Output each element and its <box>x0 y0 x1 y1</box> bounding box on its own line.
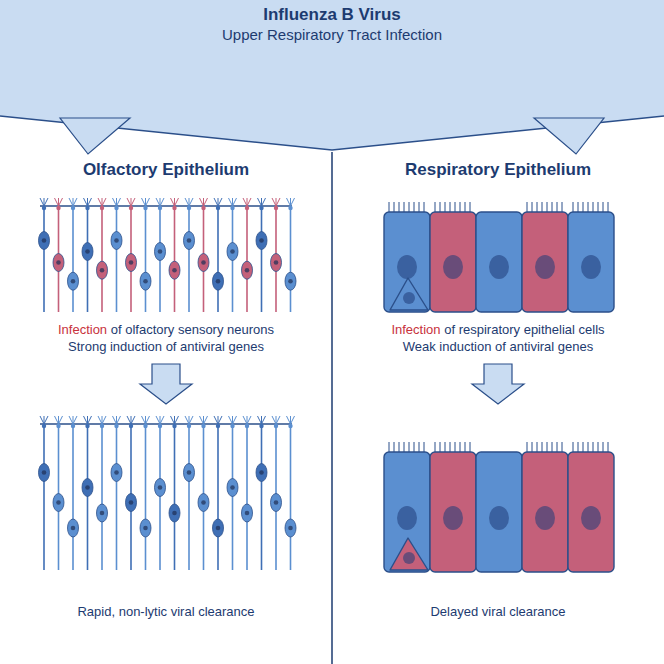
band-title: Influenza B Virus <box>0 0 664 25</box>
olfactory-neurons-infected <box>39 198 297 312</box>
text-line: Infection of olfactory sensory neurons <box>58 322 274 337</box>
caption-text: Strong induction of antiviral genes <box>68 339 264 354</box>
caption-text: of respiratory epithelial cells <box>444 322 604 337</box>
text-line: Strong induction of antiviral genes <box>68 339 264 354</box>
caption-text: of olfactory sensory neurons <box>111 322 274 337</box>
down-arrow <box>472 364 524 404</box>
olfactory-neurons-cleared <box>39 416 297 570</box>
text-line: Delayed viral clearance <box>430 604 565 619</box>
text-line: Rapid, non-lytic viral clearance <box>77 604 254 619</box>
caption-text: Weak induction of antiviral genes <box>403 339 594 354</box>
caption-text: Olfactory Epithelium <box>83 160 249 179</box>
text-line: Infection of respiratory epithelial cells <box>391 322 604 337</box>
infection-band: Influenza B VirusUpper Respiratory Tract… <box>0 0 664 160</box>
divider <box>331 152 333 664</box>
band-subtitle: Upper Respiratory Tract Infection <box>0 25 664 43</box>
down-arrow <box>140 364 192 404</box>
caption-text: Respiratory Epithelium <box>405 160 591 179</box>
respiratory-cells-infected <box>384 202 614 312</box>
text-line: Weak induction of antiviral genes <box>403 339 594 354</box>
respiratory-cells-persistent <box>384 442 614 572</box>
caption-text: Rapid, non-lytic viral clearance <box>77 604 254 619</box>
highlight-word: Infection <box>58 322 107 337</box>
caption-text: Delayed viral clearance <box>430 604 565 619</box>
text-line: Respiratory Epithelium <box>405 160 591 180</box>
highlight-word: Infection <box>391 322 440 337</box>
text-line: Olfactory Epithelium <box>83 160 249 180</box>
